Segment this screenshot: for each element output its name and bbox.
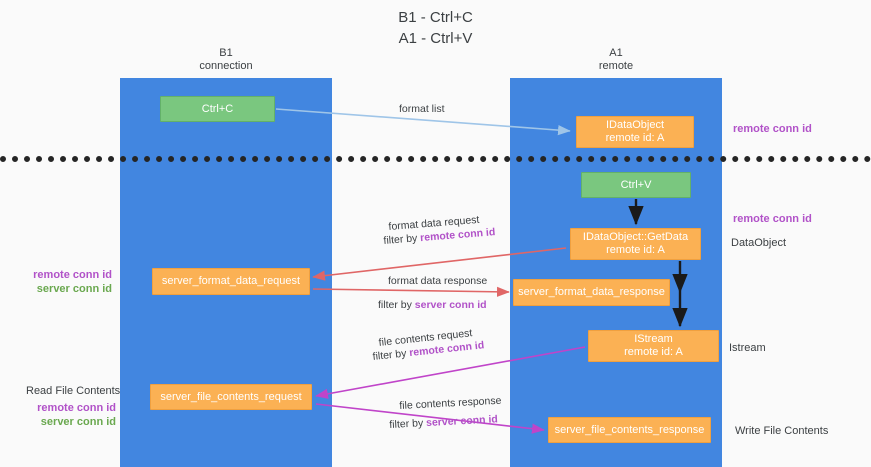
- filter-prefix-4: filter by: [389, 417, 427, 431]
- lane-header-b1-role: connection: [199, 60, 253, 72]
- edge-format-data-response: [312, 286, 510, 297]
- node-istream-remote-line2: remote id: A: [624, 346, 683, 358]
- edge-label-format-data-response-filter: filter by server conn id: [378, 298, 487, 312]
- annotation-remote-conn-id-top: remote conn id: [733, 123, 812, 135]
- node-idataobject-getdata-line2: remote id: A: [606, 244, 665, 256]
- node-idataobject-remote[interactable]: IDataObject remote id: A: [576, 116, 694, 148]
- annotation-left-conn-ids-1: remote conn id server conn id: [22, 268, 112, 296]
- edge-label-format-data-response: format data response: [388, 275, 488, 287]
- node-idataobject-remote-line1: IDataObject: [605, 119, 665, 131]
- filter-prefix-1: filter by: [383, 232, 421, 247]
- node-server-format-data-response-label: server_format_data_response: [518, 286, 665, 298]
- lane-header-a1-name: A1: [609, 47, 623, 59]
- lane-header-b1-name: B1: [219, 47, 233, 59]
- annotation-left-conn-ids-2: remote conn id server conn id: [22, 401, 116, 429]
- lane-header-a1: A1 remote: [516, 47, 716, 73]
- title-line-2: A1 - Ctrl+V: [398, 30, 473, 47]
- filter-prefix-3: filter by: [372, 347, 410, 363]
- diagram-title: B1 - Ctrl+C A1 - Ctrl+V: [0, 7, 871, 49]
- annotation-left-remote-conn-id-2: remote conn id: [37, 402, 116, 414]
- node-ctrl-c-label: Ctrl+C: [201, 102, 234, 115]
- annotation-left-server-conn-id-1: server conn id: [36, 283, 112, 295]
- node-istream-remote[interactable]: IStream remote id: A: [588, 330, 719, 362]
- annotation-write-file-contents: Write File Contents: [735, 425, 829, 437]
- node-ctrl-v-label: Ctrl+V: [620, 178, 652, 191]
- edge-label-format-list: format list: [399, 103, 445, 115]
- annotation-left-remote-conn-id-1: remote conn id: [33, 269, 112, 281]
- node-ctrl-v[interactable]: Ctrl+V: [581, 172, 691, 198]
- filter-key-server-conn-id-2: server conn id: [425, 413, 499, 430]
- node-idataobject-getdata[interactable]: IDataObject::GetData remote id: A: [570, 228, 701, 260]
- lane-header-b1: B1 connection: [126, 47, 326, 73]
- annotation-dataobject: DataObject: [731, 237, 787, 249]
- node-server-format-data-request-label: server_format_data_request: [161, 275, 301, 287]
- edge-label-file-contents-response-filter: filter by server conn id: [389, 412, 498, 432]
- security-boundary-divider: [0, 156, 871, 162]
- node-server-file-contents-request[interactable]: server_file_contents_request: [150, 384, 312, 410]
- node-server-file-contents-request-label: server_file_contents_request: [160, 390, 302, 403]
- node-idataobject-remote-line2: remote id: A: [605, 132, 665, 144]
- lane-header-a1-role: remote: [598, 60, 634, 72]
- annotation-istream: Istream: [729, 342, 766, 354]
- node-server-file-contents-response[interactable]: server_file_contents_response: [548, 417, 711, 443]
- annotation-left-server-conn-id-2: server conn id: [40, 416, 116, 428]
- node-istream-remote-line1: IStream: [634, 333, 673, 345]
- node-ctrl-c[interactable]: Ctrl+C: [160, 96, 275, 122]
- filter-key-server-conn-id-1: server conn id: [414, 299, 487, 311]
- node-server-file-contents-response-label: server_file_contents_response: [554, 423, 705, 436]
- title-line-1: B1 - Ctrl+C: [398, 9, 473, 26]
- annotation-read-file-contents: Read File Contents: [26, 385, 121, 397]
- node-server-format-data-response[interactable]: server_format_data_response: [513, 279, 670, 306]
- edge-label-file-contents-response: file contents response: [399, 394, 502, 412]
- node-server-format-data-request[interactable]: server_format_data_request: [152, 268, 310, 295]
- annotation-remote-conn-id-mid: remote conn id: [733, 213, 812, 225]
- filter-prefix-2: filter by: [378, 299, 415, 311]
- node-idataobject-getdata-line1: IDataObject::GetData: [582, 231, 689, 243]
